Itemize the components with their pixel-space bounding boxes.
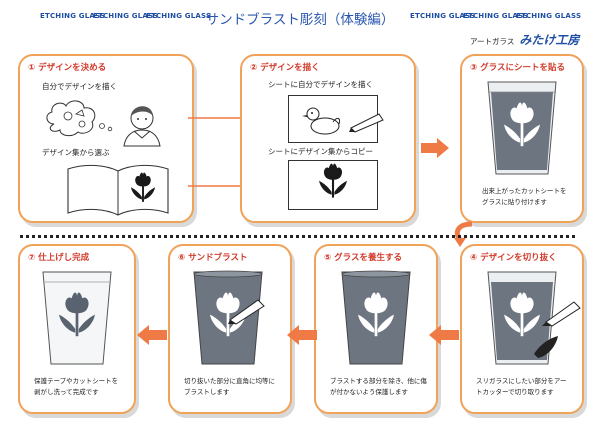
divider — [20, 235, 575, 238]
step-2-title: ② デザインを描く — [250, 63, 320, 73]
step-5-desc: ブラストする部分を除き、他に傷が付かないよう保護します — [330, 377, 427, 396]
arrow-left-icon — [287, 325, 317, 345]
step-2-box: ② デザインを描く シートに自分でデザインを描く シートにデザイン集からコピー — [240, 54, 416, 223]
brand-tag: ETCHING GLASS — [410, 12, 476, 20]
step-6-box: ⑥ サンドブラスト 切り抜いた部分に直角に均等にブラストします — [168, 244, 292, 414]
blast-nozzle-icon — [228, 299, 265, 325]
sheet-copy — [288, 160, 378, 210]
step-2-line-2: シートにデザイン集からコピー — [268, 147, 373, 156]
step-7-box: ⑦ 仕上げし完成 保護テープやカットシートを剥がし洗って完成です — [18, 244, 136, 414]
step-6-title: ⑥ サンドブラスト — [178, 253, 248, 263]
protected-glass-icon — [341, 270, 411, 365]
sheet-drawing — [288, 95, 384, 143]
step-3-title: ③ グラスにシートを貼る — [470, 63, 565, 73]
step-1-line-2: デザイン集から選ぶ — [42, 148, 110, 157]
shop-prefix: アートガラス — [470, 37, 515, 46]
step-6-desc: 切り抜いた部分に直角に均等にブラストします — [184, 377, 275, 396]
step-4-box: ④ デザインを切り抜く スリガラスにしたい部分をアートカッターで切り取ります — [460, 244, 584, 414]
brand-tag: ETCHING GLASS — [516, 12, 582, 20]
tulip-icon — [319, 163, 347, 198]
finished-glass-icon — [42, 271, 112, 365]
step-1-line-1: 自分でデザインを描く — [42, 82, 117, 91]
curved-arrow-icon — [454, 221, 473, 247]
page-title: サンドブラスト彫刻（体験編） — [205, 12, 395, 28]
glass-with-sheet-icon — [487, 81, 557, 175]
arrow-right-icon — [421, 138, 449, 158]
knife-icon — [542, 301, 581, 327]
step-4-desc: スリガラスにしたい部分をアートカッターで切り取ります — [476, 377, 567, 396]
step-5-box: ⑤ グラスを養生する ブラストする部分を除き、他に傷が付かないよう保護します — [314, 244, 438, 414]
step-2-line-1: シートに自分でデザインを描く — [268, 80, 373, 89]
design-book-icon — [67, 164, 169, 216]
pencil-icon — [349, 113, 384, 133]
step-4-title: ④ デザインを切り抜く — [470, 253, 557, 263]
step-3-desc: 出来上がったカットシートをグラスに貼り付けます — [482, 187, 567, 206]
brand-tag: ETCHING GLASS — [93, 12, 159, 20]
cut-glass-icon — [487, 271, 558, 365]
step-1-title: ① デザインを決める — [28, 63, 107, 73]
step-7-desc: 保護テープやカットシートを剥がし洗って完成です — [34, 377, 119, 396]
thinking-person-icon — [46, 100, 161, 147]
step-3-box: ③ グラスにシートを貼る 出来上がったカットシートをグラスに貼り付けます — [460, 54, 584, 223]
step-1-box: ① デザインを決める 自分でデザインを描く デザイン集から選ぶ — [18, 54, 194, 223]
duck-icon — [302, 107, 340, 135]
arrow-left-icon — [429, 325, 459, 345]
brand-tag: ETCHING GLASS — [146, 12, 212, 20]
step-7-title: ⑦ 仕上げし完成 — [28, 253, 90, 263]
arrow-left-icon — [137, 325, 167, 345]
blasting-glass-icon — [193, 270, 263, 365]
brand-tag: ETCHING GLASS — [463, 12, 529, 20]
step-5-title: ⑤ グラスを養生する — [324, 253, 402, 263]
brand-tag: ETCHING GLASS — [40, 12, 106, 20]
shop-name: みたけ工房 — [519, 33, 580, 47]
shop-brand: アートガラスみたけ工房 — [470, 31, 579, 48]
